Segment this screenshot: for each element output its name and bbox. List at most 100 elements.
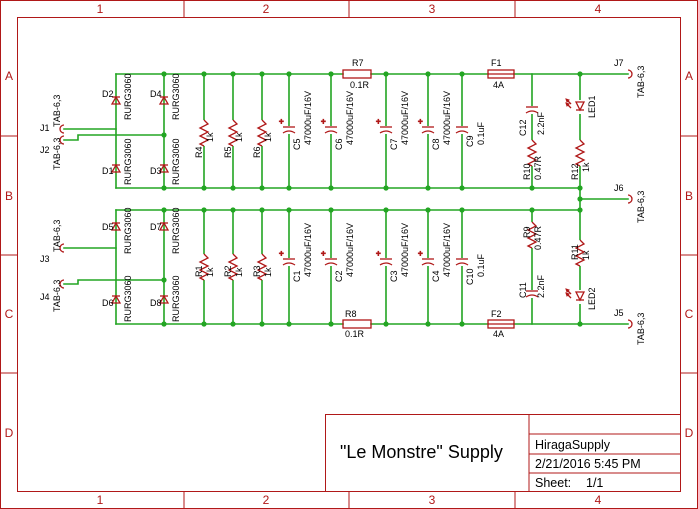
capacitor-C11 bbox=[525, 290, 539, 298]
value-J1: TAB-6,3 bbox=[52, 95, 62, 127]
value-R4: 1k bbox=[205, 132, 215, 142]
label-D2: D2 bbox=[102, 89, 114, 99]
capacitor-C1: + bbox=[279, 249, 296, 266]
capacitor-labels: C5 47000uF/16V C6 47000uF/16V C7 47000uF… bbox=[292, 91, 546, 298]
value-C1: 47000uF/16V bbox=[303, 223, 313, 277]
row-label: C bbox=[685, 307, 694, 321]
fuse-F2 bbox=[487, 319, 515, 329]
row-label: A bbox=[5, 69, 13, 83]
label-F1: F1 bbox=[491, 58, 502, 68]
value-C7: 47000uF/16V bbox=[400, 91, 410, 145]
value-C10: 0.1uF bbox=[476, 253, 486, 277]
connector-J1 bbox=[59, 124, 65, 134]
value-C9: 0.1uF bbox=[476, 121, 486, 145]
label-R5: R5 bbox=[223, 146, 233, 158]
label-F2: F2 bbox=[491, 309, 502, 319]
label-C1: C1 bbox=[292, 270, 302, 282]
row-label: B bbox=[5, 189, 13, 203]
drawing-title: "Le Monstre" Supply bbox=[340, 442, 503, 462]
value-J4: TAB-6,3 bbox=[52, 280, 62, 312]
diode-D1 bbox=[110, 163, 122, 173]
capacitor-C4: + bbox=[418, 249, 435, 266]
label-R11: R11 bbox=[570, 244, 580, 260]
value-D7: RURG3060 bbox=[171, 207, 181, 254]
leds bbox=[565, 98, 587, 304]
svg-text:+: + bbox=[418, 249, 423, 258]
label-C7: C7 bbox=[389, 138, 399, 150]
frame-labels: 1 2 3 4 1 2 3 4 A B C D A B C D bbox=[5, 2, 694, 507]
col-label: 4 bbox=[595, 493, 602, 507]
value-C12: 2.2nF bbox=[536, 111, 546, 135]
label-C4: C4 bbox=[431, 270, 441, 282]
value-C2: 47000uF/16V bbox=[345, 223, 355, 277]
sheet-value: 1/1 bbox=[586, 476, 603, 490]
diode-D5 bbox=[110, 221, 122, 231]
label-R6: R6 bbox=[252, 146, 262, 158]
label-C5: C5 bbox=[292, 138, 302, 150]
connector-J6 bbox=[627, 194, 633, 204]
col-label: 1 bbox=[97, 2, 104, 16]
label-J4: J4 bbox=[40, 292, 50, 302]
svg-text:+: + bbox=[321, 249, 326, 258]
capacitor-C8: + bbox=[418, 117, 435, 134]
resistor-R2 bbox=[227, 253, 239, 281]
label-D1: D1 bbox=[102, 166, 114, 176]
label-R2: R2 bbox=[223, 265, 233, 277]
sheet-label: Sheet: bbox=[535, 476, 571, 490]
title-block: "Le Monstre" Supply HiragaSupply 2/21/20… bbox=[325, 414, 681, 492]
capacitors: + + + + + + + + bbox=[279, 106, 539, 298]
resistor-R9 bbox=[526, 221, 538, 249]
resistor-R10 bbox=[526, 139, 538, 167]
label-C6: C6 bbox=[334, 138, 344, 150]
value-C6: 47000uF/16V bbox=[345, 91, 355, 145]
connector-labels: J1 J2 J3 J4 J7 J6 J5 TAB-6,3 TAB-6,3 TAB… bbox=[40, 58, 646, 345]
drawing-date: 2/21/2016 5:45 PM bbox=[535, 457, 641, 471]
row-label: B bbox=[685, 189, 693, 203]
col-label: 2 bbox=[263, 2, 270, 16]
label-J2: J2 bbox=[40, 145, 50, 155]
value-J6: TAB-6,3 bbox=[636, 191, 646, 223]
resistor-R3 bbox=[256, 253, 268, 281]
col-label: 2 bbox=[263, 493, 270, 507]
connectors bbox=[59, 69, 633, 329]
label-D4: D4 bbox=[150, 89, 162, 99]
col-label: 1 bbox=[97, 493, 104, 507]
value-C11: 2.2nF bbox=[536, 274, 546, 298]
value-C3: 47000uF/16V bbox=[400, 223, 410, 277]
capacitor-C6: + bbox=[321, 117, 338, 134]
led-labels: LED1 LED2 bbox=[587, 95, 597, 310]
value-R5: 1k bbox=[234, 132, 244, 142]
svg-text:+: + bbox=[418, 117, 423, 126]
label-D5: D5 bbox=[102, 222, 114, 232]
value-F2: 4A bbox=[493, 329, 504, 339]
capacitor-C7: + bbox=[376, 117, 393, 134]
value-D6: RURG3060 bbox=[123, 275, 133, 322]
value-D4: RURG3060 bbox=[171, 73, 181, 120]
value-D2: RURG3060 bbox=[123, 73, 133, 120]
col-label: 3 bbox=[429, 493, 436, 507]
diode-labels: D2 D4 D1 D3 D5 D7 D6 D8 RURG3060 RURG306… bbox=[102, 73, 181, 322]
value-R7: 0.1R bbox=[350, 80, 370, 90]
value-R6: 1k bbox=[263, 132, 273, 142]
capacitor-C12 bbox=[525, 106, 539, 114]
label-J1: J1 bbox=[40, 123, 50, 133]
label-R4: R4 bbox=[194, 146, 204, 158]
capacitor-C5: + bbox=[279, 117, 296, 134]
label-J7: J7 bbox=[614, 58, 624, 68]
led-LED2 bbox=[565, 288, 587, 304]
resistor-R8 bbox=[342, 319, 372, 329]
value-C5: 47000uF/16V bbox=[303, 91, 313, 145]
value-R10: 0.47R bbox=[533, 155, 543, 180]
resistor-R6 bbox=[256, 119, 268, 147]
col-label: 3 bbox=[429, 2, 436, 16]
svg-text:+: + bbox=[376, 249, 381, 258]
label-R8: R8 bbox=[345, 309, 357, 319]
row-label: C bbox=[5, 307, 14, 321]
diodes bbox=[110, 95, 170, 304]
value-R1: 1k bbox=[205, 267, 215, 277]
row-label: A bbox=[685, 69, 693, 83]
value-D5: RURG3060 bbox=[123, 207, 133, 254]
diode-D6 bbox=[110, 294, 122, 304]
diode-D3 bbox=[158, 163, 170, 173]
